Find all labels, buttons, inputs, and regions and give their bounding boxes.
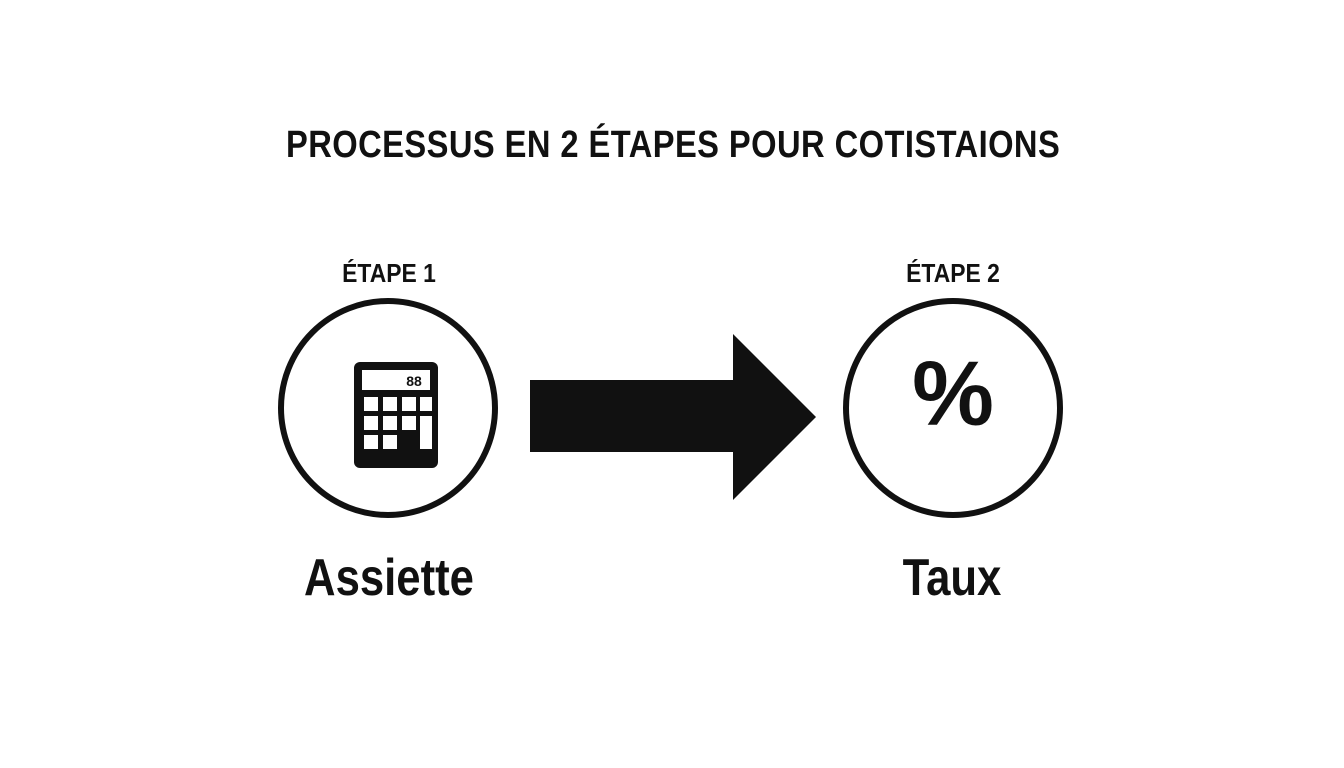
- step-2-name: Taux: [902, 549, 1002, 607]
- step-2-circle: %: [843, 298, 1063, 518]
- step-1-name: Assiette: [304, 549, 474, 607]
- step-1-label: ÉTAPE 1: [342, 258, 436, 288]
- diagram-title: PROCESSUS EN 2 ÉTAPES POUR COTISTAIONS: [286, 124, 1061, 166]
- arrow-right-icon: [530, 334, 816, 500]
- percent-icon: %: [912, 343, 994, 445]
- step-1-circle: 88: [278, 298, 498, 518]
- step-2-label: ÉTAPE 2: [906, 258, 1000, 288]
- calculator-display-text: 88: [406, 373, 422, 389]
- calculator-icon: 88: [354, 362, 438, 468]
